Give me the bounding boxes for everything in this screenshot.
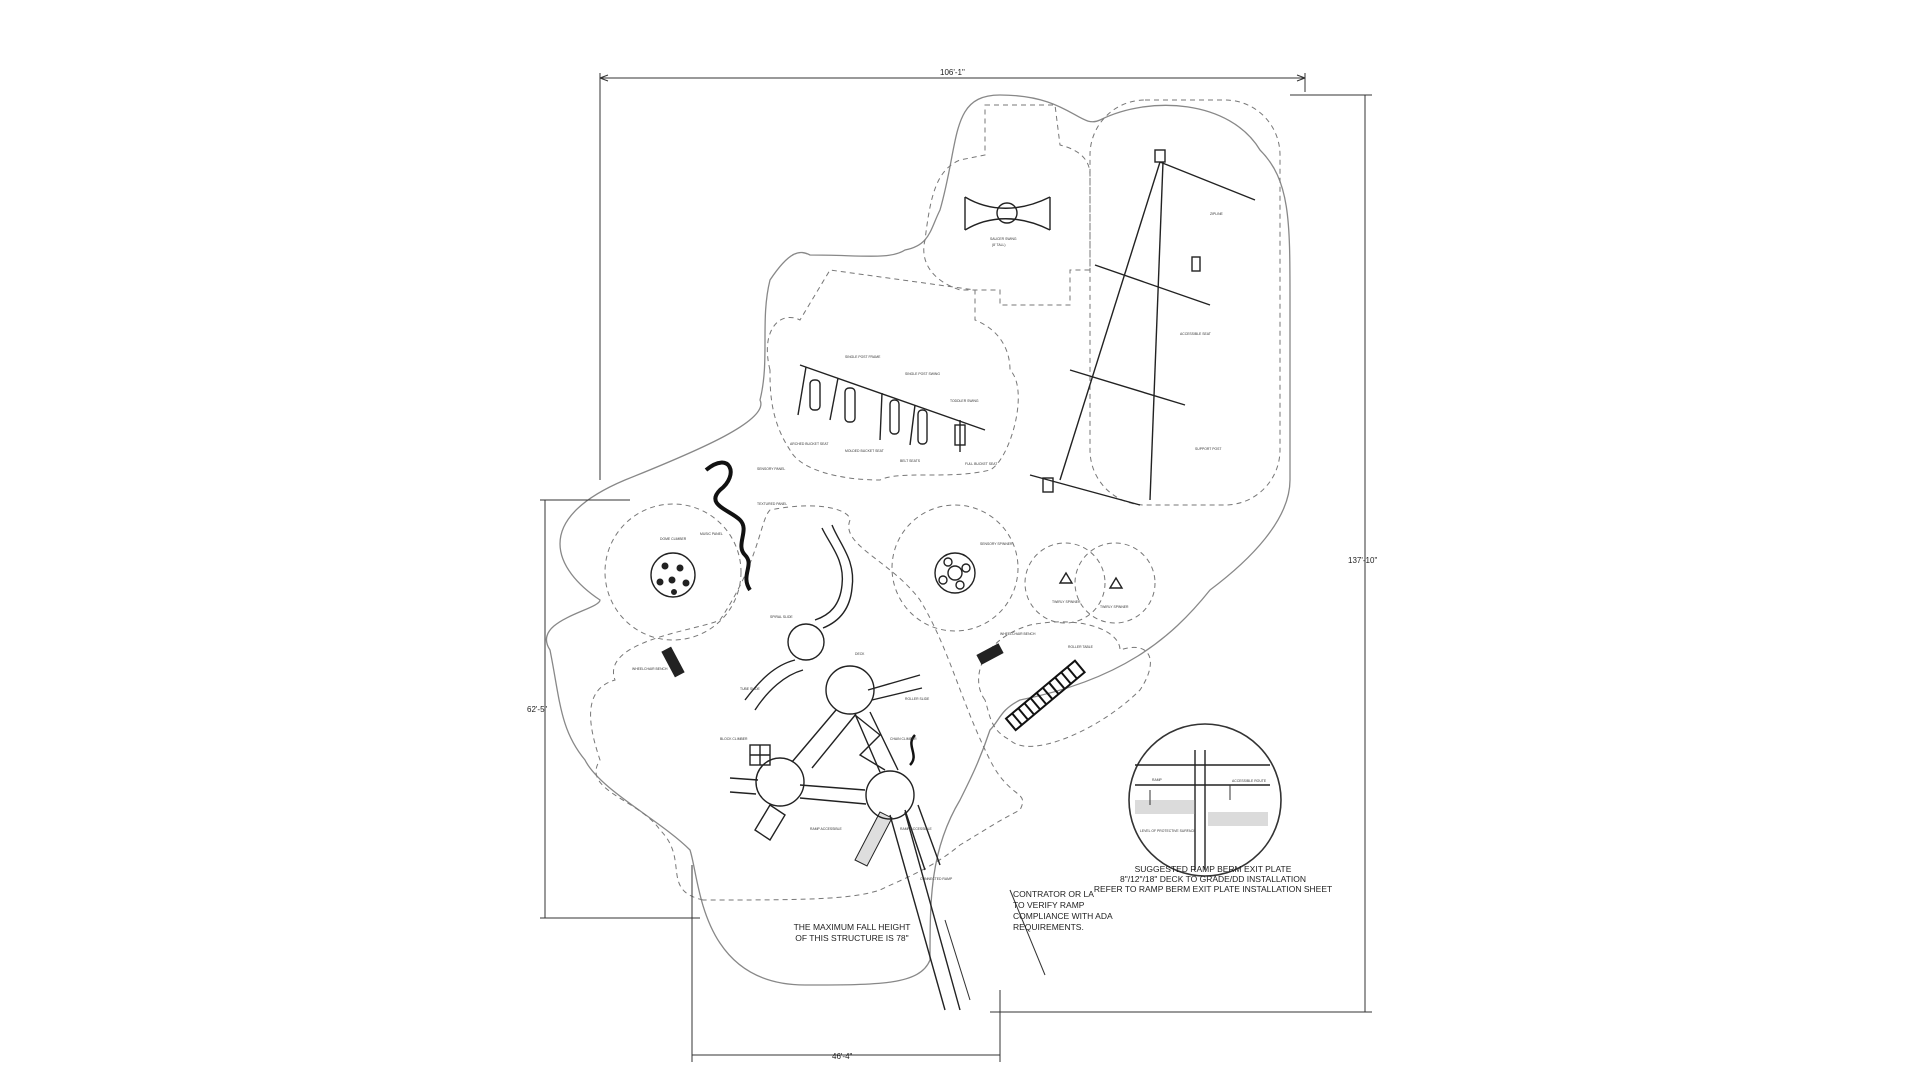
svg-text:TWIRLY SPINNER: TWIRLY SPINNER	[1052, 600, 1081, 604]
bench-right	[976, 643, 1004, 665]
svg-text:ROLLER TABLE: ROLLER TABLE	[1068, 645, 1094, 649]
svg-text:BLOCK CLIMBER: BLOCK CLIMBER	[720, 737, 748, 741]
spinner: SENSORY SPINNER	[934, 542, 1013, 594]
svg-text:SENSORY PANEL: SENSORY PANEL	[757, 467, 785, 471]
svg-text:SUGGESTED RAMP BERM EXIT PLATE: SUGGESTED RAMP BERM EXIT PLATE	[1135, 864, 1292, 874]
svg-text:TO VERIFY RAMP: TO VERIFY RAMP	[1013, 900, 1085, 910]
svg-text:SINGLE POST FRAME: SINGLE POST FRAME	[845, 355, 881, 359]
svg-text:DECK: DECK	[855, 652, 865, 656]
dimension-left-label: 62'-5"	[527, 705, 548, 714]
svg-text:TWIRLY SPINNER: TWIRLY SPINNER	[1100, 605, 1129, 609]
svg-text:CHAIN CLIMBER: CHAIN CLIMBER	[890, 737, 917, 741]
swing-set: SINGLE POST FRAME SINGLE POST SWING TODD…	[790, 355, 997, 466]
saucer-swing-zone	[923, 104, 1091, 306]
svg-text:ARCHED BUCKET SEAT: ARCHED BUCKET SEAT	[790, 442, 829, 446]
dimension-right-label: 137'-10"	[1348, 556, 1377, 565]
use-zones	[590, 99, 1281, 901]
dimension-right: 137'-10"	[990, 94, 1377, 1013]
svg-text:RAMP ACCESSIBLE: RAMP ACCESSIBLE	[810, 827, 843, 831]
play-area-boundary	[546, 94, 1291, 986]
svg-text:SPIRAL SLIDE: SPIRAL SLIDE	[770, 615, 793, 619]
svg-text:TEXTURED PANEL: TEXTURED PANEL	[757, 502, 787, 506]
svg-text:ACCESSIBLE ROUTE: ACCESSIBLE ROUTE	[1232, 779, 1267, 783]
svg-text:COMPLIANCE WITH ADA: COMPLIANCE WITH ADA	[1013, 911, 1113, 921]
svg-text:LEVEL OF PROTECTIVE SURFACE: LEVEL OF PROTECTIVE SURFACE	[1140, 829, 1196, 833]
svg-text:OF THIS STRUCTURE IS 78": OF THIS STRUCTURE IS 78"	[795, 933, 908, 943]
svg-text:WHEELCHAIR BENCH: WHEELCHAIR BENCH	[1000, 632, 1036, 636]
sensory-rail: SENSORY PANEL TEXTURED PANEL MUSIC PANEL	[700, 460, 787, 592]
svg-text:SINGLE POST SWING: SINGLE POST SWING	[905, 372, 940, 376]
svg-text:ACCESSIBLE SEAT: ACCESSIBLE SEAT	[1180, 332, 1211, 336]
roller-table-zone	[978, 621, 1151, 747]
dimension-bottom-label: 46'-4"	[832, 1052, 853, 1061]
bench-left	[661, 646, 685, 678]
dimension-left: 62'-5"	[527, 499, 700, 919]
svg-text:ZIPLINE: ZIPLINE	[1210, 212, 1224, 216]
swing-zone	[766, 269, 1019, 481]
svg-text:RAMP ACCESSIBLE: RAMP ACCESSIBLE	[900, 827, 933, 831]
svg-text:BELT SEATS: BELT SEATS	[900, 459, 921, 463]
svg-text:TUBE SLIDE: TUBE SLIDE	[740, 687, 761, 691]
roller-table	[1004, 659, 1087, 732]
svg-text:CONNECTED RAMP: CONNECTED RAMP	[920, 877, 953, 881]
svg-text:WHEELCHAIR BENCH: WHEELCHAIR BENCH	[632, 667, 668, 671]
svg-text:ROLLER SLIDE: ROLLER SLIDE	[905, 697, 930, 701]
dome-climber-zone	[604, 503, 742, 641]
svg-text:SAUCER SWING: SAUCER SWING	[990, 237, 1017, 241]
ramp-berm-detail: RAMP LEVEL OF PROTECTIVE SURFACE ACCESSI…	[1094, 723, 1332, 894]
zipline-zone	[1089, 99, 1281, 506]
svg-text:FULL BUCKET SEAT: FULL BUCKET SEAT	[965, 462, 997, 466]
svg-text:DOME CLIMBER: DOME CLIMBER	[660, 537, 687, 541]
twin-spinner-zone-left	[1024, 542, 1106, 624]
svg-text:MOLDED BUCKET SEAT: MOLDED BUCKET SEAT	[845, 449, 884, 453]
svg-text:REFER TO RAMP BERM EXIT PLATE: REFER TO RAMP BERM EXIT PLATE INSTALLATI…	[1094, 884, 1332, 894]
svg-text:SENSORY SPINNER: SENSORY SPINNER	[980, 542, 1013, 546]
svg-text:SUPPORT POST: SUPPORT POST	[1195, 447, 1221, 451]
dimension-top-label: 106'-1"	[940, 68, 965, 77]
dome-climber: DOME CLIMBER	[650, 537, 696, 598]
zipline: ZIPLINE ACCESSIBLE SEAT SUPPORT POST	[1029, 149, 1256, 506]
svg-text:REQUIREMENTS.: REQUIREMENTS.	[1013, 922, 1084, 932]
svg-text:THE MAXIMUM FALL HEIGHT: THE MAXIMUM FALL HEIGHT	[794, 922, 911, 932]
svg-text:RAMP: RAMP	[1152, 778, 1163, 782]
svg-text:MUSIC PANEL: MUSIC PANEL	[700, 532, 723, 536]
spinner-zone	[891, 504, 1019, 632]
main-play-structure: SPIRAL SLIDE TUBE SLIDE DECK ROLLER SLID…	[720, 524, 961, 1011]
svg-text:8"/12"/18" DECK TO GRADE/DD IN: 8"/12"/18" DECK TO GRADE/DD INSTALLATION	[1120, 874, 1306, 884]
twin-spinners: TWIRLY SPINNER TWIRLY SPINNER	[1052, 571, 1129, 609]
main-structure-zone	[590, 505, 1024, 901]
dimension-top: 106'-1"	[599, 68, 1306, 480]
twin-spinner-zone-right	[1074, 542, 1156, 624]
ada-note: CONTRATOR OR LA TO VERIFY RAMP COMPLIANC…	[1013, 889, 1113, 932]
svg-text:TODDLER SWING: TODDLER SWING	[950, 399, 979, 403]
svg-text:CONTRATOR OR LA: CONTRATOR OR LA	[1013, 889, 1094, 899]
svg-text:(8' TALL): (8' TALL)	[992, 243, 1006, 247]
saucer-swing: SAUCER SWING (8' TALL)	[964, 196, 1051, 247]
dimension-bottom: 46'-4"	[691, 865, 1001, 1062]
fall-height-note: THE MAXIMUM FALL HEIGHT OF THIS STRUCTUR…	[794, 922, 911, 943]
